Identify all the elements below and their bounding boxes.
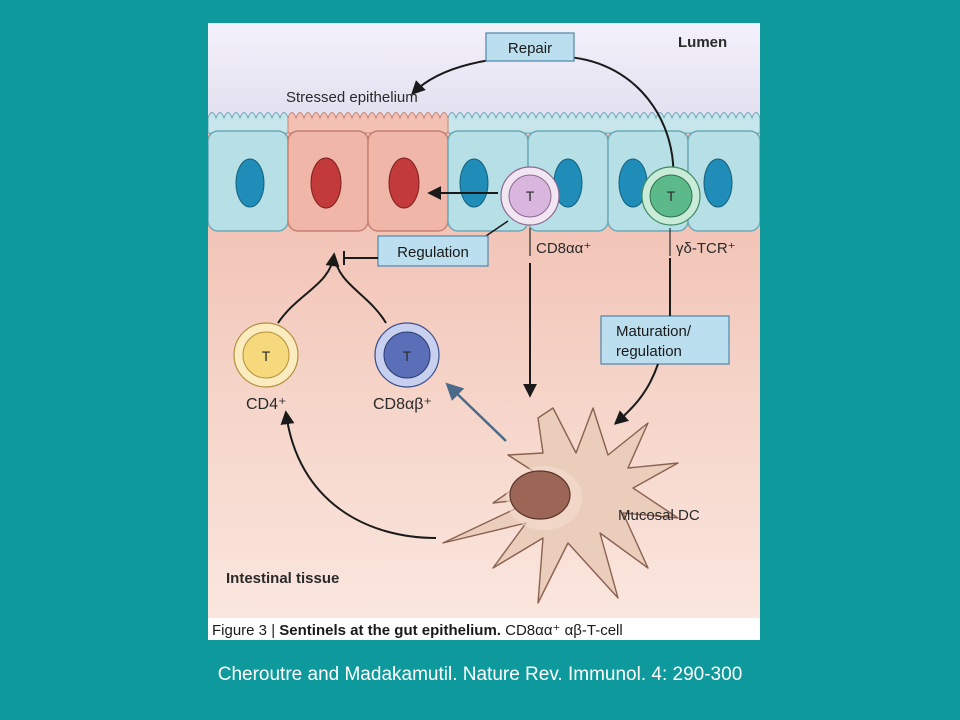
intestinal-tissue-label: Intestinal tissue	[226, 570, 339, 587]
cd8ab-up-line	[333, 254, 387, 324]
lumen-label: Lumen	[678, 34, 727, 51]
figure-panel: Lumen Stressed epithelium Repair T T Reg…	[208, 23, 760, 640]
gd-to-dc-arrow	[616, 258, 671, 423]
repair-box	[485, 32, 575, 62]
caption-title: Sentinels at the gut epithelium.	[279, 622, 501, 639]
caption-prefix: Figure 3 |	[212, 622, 279, 639]
lumen-region	[208, 23, 760, 118]
regulation-box	[377, 235, 489, 267]
maturation-label-line1: Maturation/	[616, 323, 692, 340]
dc-nucleus	[509, 470, 571, 520]
caption-suffix: CD8αα⁺ αβ-T-cell	[501, 622, 623, 639]
maturation-box	[600, 315, 730, 365]
t-cell-letter: T	[403, 348, 412, 364]
stressed-epithelium-label: Stressed epithelium	[286, 89, 418, 106]
cd4-up-arrow	[277, 252, 340, 324]
caption-bar	[208, 618, 760, 640]
cd8aa-t-cell: T	[500, 166, 560, 226]
nucleus-stressed	[310, 157, 342, 209]
t-cell-letter: T	[667, 188, 676, 204]
mucosal-dc-label: Mucosal DC	[618, 507, 700, 524]
cd8ab-label: CD8αβ⁺	[373, 396, 432, 413]
citation-text: Cheroutre and Madakamutil. Nature Rev. I…	[217, 664, 743, 685]
cd8ab-t-cell: T	[374, 322, 440, 388]
nucleus-stressed	[388, 157, 420, 209]
nucleus-normal	[459, 158, 489, 208]
cd4-t-cell: T	[233, 322, 299, 388]
nucleus-normal	[703, 158, 733, 208]
diagram-canvas: Lumen Stressed epithelium Repair T T Reg…	[208, 23, 760, 640]
cd8aa-label: CD8αα⁺	[536, 240, 591, 257]
figure-caption: Figure 3 | Sentinels at the gut epitheli…	[212, 622, 623, 639]
dc-to-cd8ab-arrow	[445, 382, 507, 442]
regulation-connector	[482, 220, 509, 239]
repair-label: Repair	[508, 40, 552, 57]
regulation-label: Regulation	[397, 244, 469, 261]
t-cell-letter: T	[262, 348, 271, 364]
t-cell-letter: T	[526, 188, 535, 204]
gd-t-cell: T	[641, 166, 701, 226]
nucleus-normal	[235, 158, 265, 208]
dc-to-cd4-arrow	[280, 410, 437, 539]
gd-tcr-label: γδ-TCR⁺	[676, 240, 736, 257]
mucosal-dc	[442, 407, 679, 604]
cd4-label: CD4⁺	[246, 396, 286, 413]
maturation-label-line2: regulation	[616, 343, 682, 360]
